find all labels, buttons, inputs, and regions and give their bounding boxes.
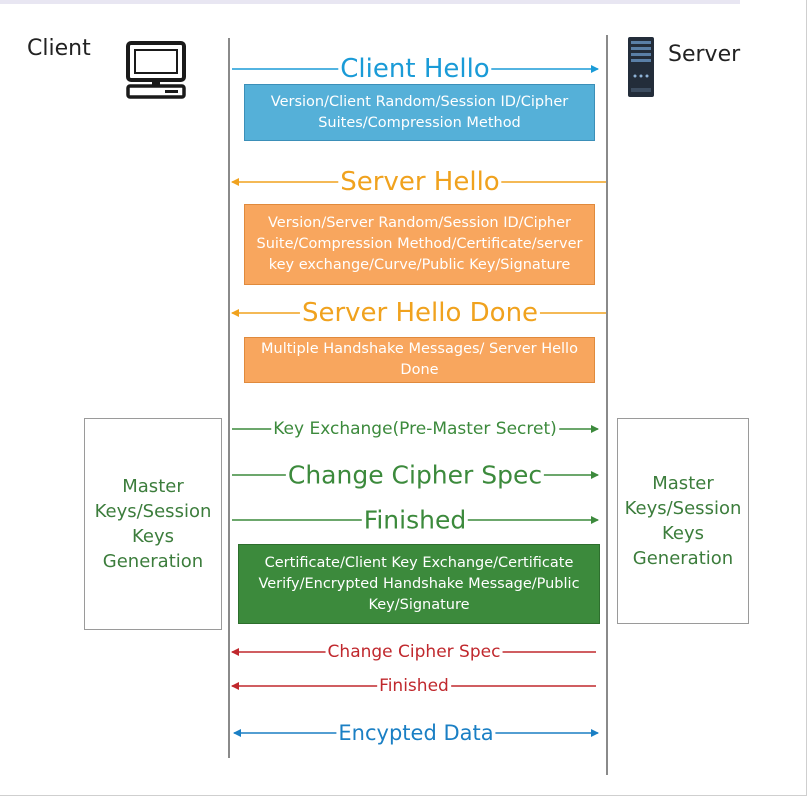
client-label: Client bbox=[27, 36, 91, 61]
client-hello-label: Client Hello bbox=[338, 54, 492, 84]
key-exchange-label: Key Exchange(Pre-Master Secret) bbox=[271, 419, 559, 439]
encrypted-data-label: Encypted Data bbox=[336, 721, 496, 745]
client-key-generation-box: Master Keys/Session Keys Generation bbox=[84, 418, 222, 630]
top-border bbox=[0, 0, 740, 4]
server-change-cipher-spec-label: Change Cipher Spec bbox=[325, 642, 503, 662]
server-icon bbox=[627, 36, 655, 102]
client-finish-details: Certificate/Client Key Exchange/Certific… bbox=[238, 544, 600, 624]
server-hello-label: Server Hello bbox=[338, 167, 502, 197]
client-hello-details: Version/Client Random/Session ID/Cipher … bbox=[244, 84, 595, 141]
change-cipher-spec-label: Change Cipher Spec bbox=[285, 460, 545, 490]
server-lifeline bbox=[606, 35, 608, 775]
server-hello-details: Version/Server Random/Session ID/Cipher … bbox=[244, 204, 595, 285]
server-label: Server bbox=[668, 42, 741, 67]
server-key-generation-box: Master Keys/Session Keys Generation bbox=[617, 418, 749, 624]
server-hello-done-details: Multiple Handshake Messages/ Server Hell… bbox=[244, 337, 595, 383]
monitor-icon bbox=[125, 40, 187, 104]
finished-label: Finished bbox=[361, 505, 469, 535]
client-lifeline bbox=[228, 38, 230, 758]
server-hello-done-label: Server Hello Done bbox=[299, 298, 541, 328]
server-finished-label: Finished bbox=[377, 676, 451, 696]
